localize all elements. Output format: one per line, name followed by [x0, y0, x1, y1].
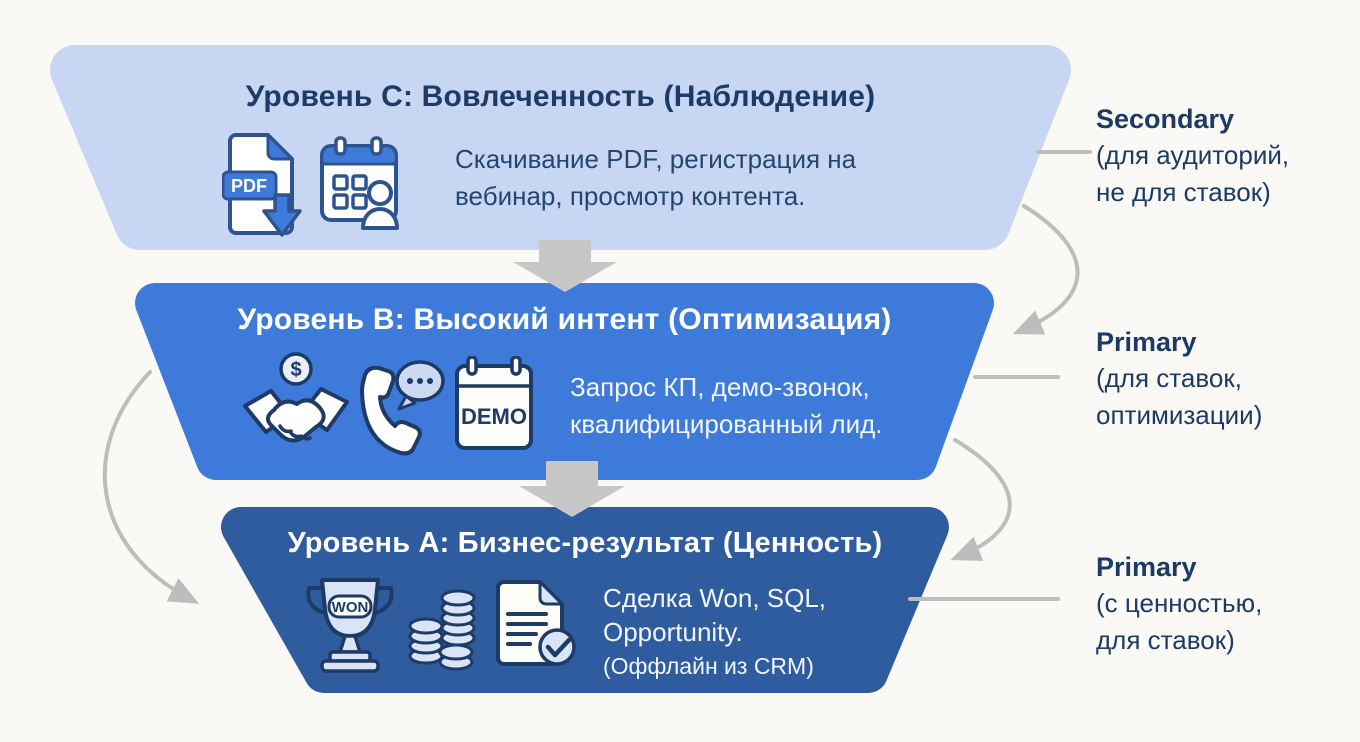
handshake-dollar-icon: $ [243, 352, 349, 443]
side-label-primary-a-line2: для ставок) [1096, 625, 1235, 655]
side-label-primary-b-heading: Primary [1096, 327, 1197, 357]
curved-arrow-right-b-to-a-icon [950, 438, 1012, 561]
level-a-desc-line3: (Оффлайн из CRM) [603, 653, 814, 679]
level-b-desc-line2: квалифицированный лид. [570, 409, 883, 439]
down-arrow-c-to-b-icon [513, 240, 617, 292]
side-label-primary-b-line2: оптимизации) [1096, 400, 1263, 430]
demo-calendar-icon: DEMO [455, 356, 533, 450]
trophy-won-icon: WON [306, 578, 394, 673]
side-label-primary-a-heading: Primary [1096, 552, 1197, 582]
side-label-primary-a-line1: (с ценностью, [1096, 588, 1263, 618]
level-a-description: Сделка Won, SQL, Opportunity. (Оффлайн и… [603, 581, 826, 683]
funnel-level-c-shape [50, 45, 1071, 250]
pdf-download-icon: PDF [222, 133, 302, 237]
level-a-title: Уровень A: Бизнес-результат (Ценность) [287, 527, 883, 559]
level-c-description: Скачивание PDF, регистрация на вебинар, … [455, 141, 856, 215]
side-label-secondary-heading: Secondary [1096, 104, 1235, 134]
pdf-badge-label: PDF [231, 176, 267, 196]
level-c-title: Уровень C: Вовлеченность (Наблюдение) [245, 80, 876, 113]
trophy-won-label: WON [332, 599, 369, 616]
level-b-desc-line1: Запрос КП, демо-звонок, [570, 372, 870, 402]
level-b-title: Уровень B: Высокий интент (Оптимизация) [237, 303, 892, 336]
level-c-desc-line2: вебинар, просмотр контента. [455, 181, 806, 211]
down-arrow-b-to-a-icon [519, 461, 625, 517]
curved-arrow-right-c-to-b-icon [1012, 204, 1080, 335]
phone-chat-icon [360, 360, 445, 456]
side-label-primary-b: Primary (для ставок, оптимизации) [1096, 324, 1360, 434]
document-check-icon [496, 580, 576, 666]
coin-stack-icon [408, 589, 476, 671]
funnel-level-b-shape [135, 283, 994, 480]
level-b-description: Запрос КП, демо-звонок, квалифицированны… [570, 369, 883, 443]
side-label-primary-b-line1: (для ставок, [1096, 363, 1242, 393]
side-label-secondary-line2: не для ставок) [1096, 177, 1271, 207]
side-label-primary-a: Primary (с ценностью, для ставок) [1096, 549, 1360, 659]
level-a-desc-line2: Opportunity. [603, 617, 743, 647]
curved-arrow-left-b-to-a-icon [102, 370, 200, 604]
demo-calendar-label: DEMO [461, 404, 527, 429]
webinar-calendar-icon [320, 136, 399, 230]
level-c-desc-line1: Скачивание PDF, регистрация на [455, 144, 857, 174]
level-a-desc-line1: Сделка Won, SQL, [603, 583, 827, 613]
side-label-secondary-line1: (для аудиторий, [1096, 140, 1290, 170]
side-label-secondary: Secondary (для аудиторий, не для ставок) [1096, 101, 1360, 211]
dollar-sign-label: $ [290, 359, 301, 381]
